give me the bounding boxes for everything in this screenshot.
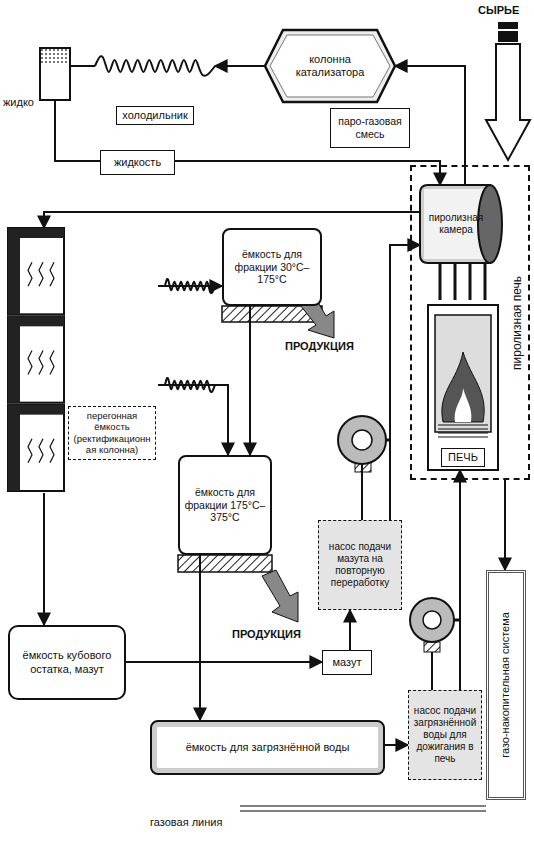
condenser-coils: [165, 279, 215, 392]
label-box: мазут: [322, 650, 372, 675]
plain-label: жидко: [3, 96, 34, 108]
separator-tank: [40, 48, 100, 161]
pipe-connector: [158, 385, 228, 455]
feed-arrow: [486, 22, 530, 160]
fraction-tank: ёмкость для фракции 175°С–375°С: [178, 455, 272, 555]
node-text: жидкость: [114, 156, 161, 169]
node-text: насос подачи загрязнённой воды для дожиг…: [413, 705, 477, 765]
cooler-box: холодильник: [95, 40, 215, 128]
pipe-connector: [199, 555, 201, 720]
pipe-connector: [459, 470, 461, 690]
pipe-connector: [385, 744, 408, 746]
pipe-connector: [504, 480, 506, 570]
node-text: ёмкость кубового остатка, мазут: [14, 649, 120, 675]
node-text: ПЕЧЬ: [441, 448, 485, 467]
node-text: паро-газовая смесь: [335, 115, 405, 140]
node-text: ёмкость для фракции 175°С–375°С: [184, 486, 266, 524]
gas-storage: газо-накопительная система: [486, 570, 526, 800]
residue-tank: ёмкость кубового остатка, мазут: [8, 625, 126, 700]
catalyst-column: колонна катализатора: [265, 30, 395, 102]
pipe-connector: [249, 306, 251, 455]
water-pump: [410, 598, 460, 690]
plain-label: ПРОДУКЦИЯ: [232, 628, 301, 640]
pump-label: насос подачи загрязнённой воды для дожиг…: [408, 690, 482, 780]
plain-label: ПРОДУКЦИЯ: [285, 340, 354, 352]
node-text: ёмкость для загрязнённой воды: [186, 741, 350, 754]
node-text: насос подачи мазута на повторную перераб…: [323, 541, 397, 589]
node-text: холодильник: [116, 106, 193, 125]
node-text: колонна катализатора: [287, 53, 373, 79]
label-box: жидкость: [100, 150, 175, 175]
pump-label: насос подачи мазута на повторную перераб…: [318, 520, 402, 610]
pipe-connector: [44, 212, 420, 228]
pipe-connector: [175, 161, 440, 185]
product-arrow: [262, 570, 298, 622]
node-text: пиролизная печь: [510, 276, 524, 370]
plain-label: газовая линия: [150, 816, 222, 828]
pipe-connector: [215, 65, 265, 67]
node-text: пиролизная камера: [426, 212, 486, 236]
gas-line: [240, 806, 486, 811]
node-text: мазут: [332, 656, 361, 669]
label-box: паро-газовая смесь: [330, 108, 410, 148]
node-text: ёмкость для фракции 30°С–175°С: [228, 248, 316, 286]
node-text: перегонная ёмкость (ректификационная кол…: [68, 406, 156, 460]
pyrolysis-chamber: пиролизная камера: [420, 185, 502, 263]
shape-outline: [428, 305, 498, 470]
furnace-group: пиролизная печь пиролизная камераПЕЧЬ: [410, 165, 530, 480]
plain-label: СЫРЬЕ: [478, 4, 519, 16]
pipe-connector: [158, 285, 222, 287]
pipe-connector: [43, 493, 45, 625]
pipe-connector: [126, 661, 322, 663]
water-tank: ёмкость для загрязнённой воды: [150, 720, 385, 775]
pipe-connector: [349, 610, 351, 650]
fuel-oil-pump: [338, 416, 390, 520]
tank-base: [178, 555, 272, 572]
burner-pipes: [440, 263, 485, 300]
fraction-tank: ёмкость для фракции 30°С–175°С: [222, 228, 322, 306]
furnace-box: ПЕЧЬ: [428, 305, 498, 470]
distillation-column: перегонная ёмкость (ректификационная кол…: [8, 228, 158, 493]
node-text: газо-накопительная система: [499, 612, 512, 758]
